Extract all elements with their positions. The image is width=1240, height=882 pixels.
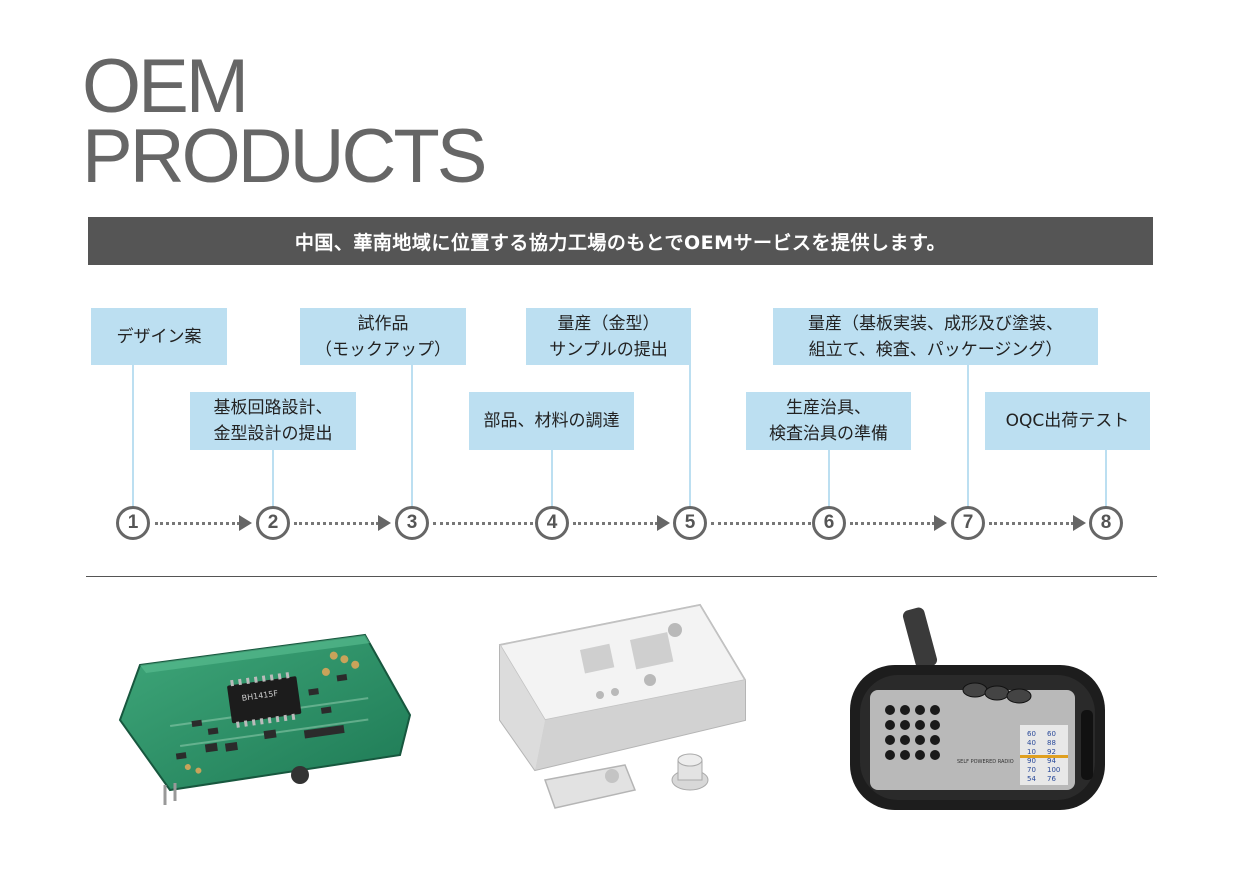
arrow-right-icon — [934, 515, 947, 531]
step-box-8: OQC出荷テスト — [985, 392, 1150, 450]
dial-mark: 60 — [1027, 730, 1036, 738]
dial-mark: 40 — [1027, 739, 1036, 747]
arrow-right-icon — [657, 515, 670, 531]
dotted-connector — [989, 522, 1074, 525]
radio-brand-label: SELF POWERED RADIO — [957, 759, 1014, 765]
connector-line-3 — [411, 365, 413, 508]
step-number-2: 2 — [256, 506, 290, 540]
step-1-line-1: デザイン案 — [116, 326, 202, 347]
step-6-line-1: 生産治具、 — [786, 398, 871, 418]
intro-banner-text: 中国、華南地域に位置する協力工場のもとでOEMサービスを提供します。 — [294, 231, 947, 254]
step-7-line-1: 量産（基板実装、成形及び塗装、 — [808, 313, 1063, 334]
dial-mark: 76 — [1047, 775, 1056, 783]
dotted-connector — [573, 522, 658, 525]
arrow-right-icon — [1073, 515, 1086, 531]
dial-mark: 90 — [1027, 757, 1036, 765]
step-number-8: 8 — [1089, 506, 1123, 540]
dial-mark: 54 — [1027, 775, 1036, 783]
dotted-connector — [294, 522, 379, 525]
dial-mark: 60 — [1047, 730, 1056, 738]
step-number-5: 5 — [673, 506, 707, 540]
dial-mark: 88 — [1047, 739, 1056, 747]
title-line-oem: OEM — [82, 44, 249, 129]
plastic-housing-image — [498, 603, 747, 809]
connector-line-1 — [132, 365, 134, 508]
connector-line-4 — [551, 450, 553, 508]
step-box-5: 量産（金型） サンプルの提出 — [526, 308, 691, 365]
step-7-line-2: 組立て、検査、パッケージング） — [808, 339, 1063, 360]
step-number-7: 7 — [951, 506, 985, 540]
step-box-7: 量産（基板実装、成形及び塗装、 組立て、検査、パッケージング） — [773, 308, 1098, 365]
connector-line-2 — [272, 450, 274, 508]
step-number-3: 3 — [395, 506, 429, 540]
step-3-line-1: 試作品 — [357, 313, 409, 334]
step-number-4: 4 — [535, 506, 569, 540]
pcb-board-image: BH1415F — [118, 633, 412, 805]
step-box-2: 基板回路設計、 金型設計の提出 — [190, 392, 356, 450]
step-6-line-2: 検査治具の準備 — [769, 424, 888, 444]
arrow-right-icon — [239, 515, 252, 531]
page-title: OEM PRODUCTS — [82, 44, 487, 199]
step-number-1: 1 — [116, 506, 150, 540]
connector-line-6 — [828, 450, 830, 508]
step-3-line-2: （モックアップ） — [315, 339, 451, 360]
step-box-6: 生産治具、 検査治具の準備 — [746, 392, 911, 450]
dial-mark: 94 — [1047, 757, 1056, 765]
step-5-line-1: 量産（金型） — [557, 313, 660, 334]
step-4-line-1: 部品、材料の調達 — [483, 411, 620, 431]
dial-mark: 92 — [1047, 748, 1056, 756]
title-line-products: PRODUCTS — [82, 114, 487, 199]
dotted-connector — [850, 522, 935, 525]
step-8-line-1: OQC出荷テスト — [1005, 411, 1130, 431]
section-divider — [86, 576, 1157, 577]
radio-image: SELF POWERED RADIO 60 40 10 90 70 54 60 … — [850, 607, 1105, 810]
dial-mark: 10 — [1027, 748, 1036, 756]
connector-line-7 — [967, 365, 969, 508]
connector-line-8 — [1105, 450, 1107, 508]
arrow-right-icon — [378, 515, 391, 531]
dial-mark: 70 — [1027, 766, 1036, 774]
step-2-line-1: 基板回路設計、 — [213, 398, 333, 418]
connector-line-5 — [689, 365, 691, 508]
step-2-line-2: 金型設計の提出 — [213, 424, 333, 444]
dial-mark: 100 — [1047, 766, 1060, 774]
step-number-6: 6 — [812, 506, 846, 540]
dotted-connector — [433, 522, 533, 525]
intro-banner: 中国、華南地域に位置する協力工場のもとでOEMサービスを提供します。 — [88, 217, 1153, 265]
step-box-4: 部品、材料の調達 — [469, 392, 634, 450]
step-box-3: 試作品 （モックアップ） — [300, 308, 466, 365]
step-5-line-2: サンプルの提出 — [549, 339, 668, 360]
step-box-1: デザイン案 — [91, 308, 227, 365]
dotted-connector — [711, 522, 811, 525]
dotted-connector — [155, 522, 240, 525]
